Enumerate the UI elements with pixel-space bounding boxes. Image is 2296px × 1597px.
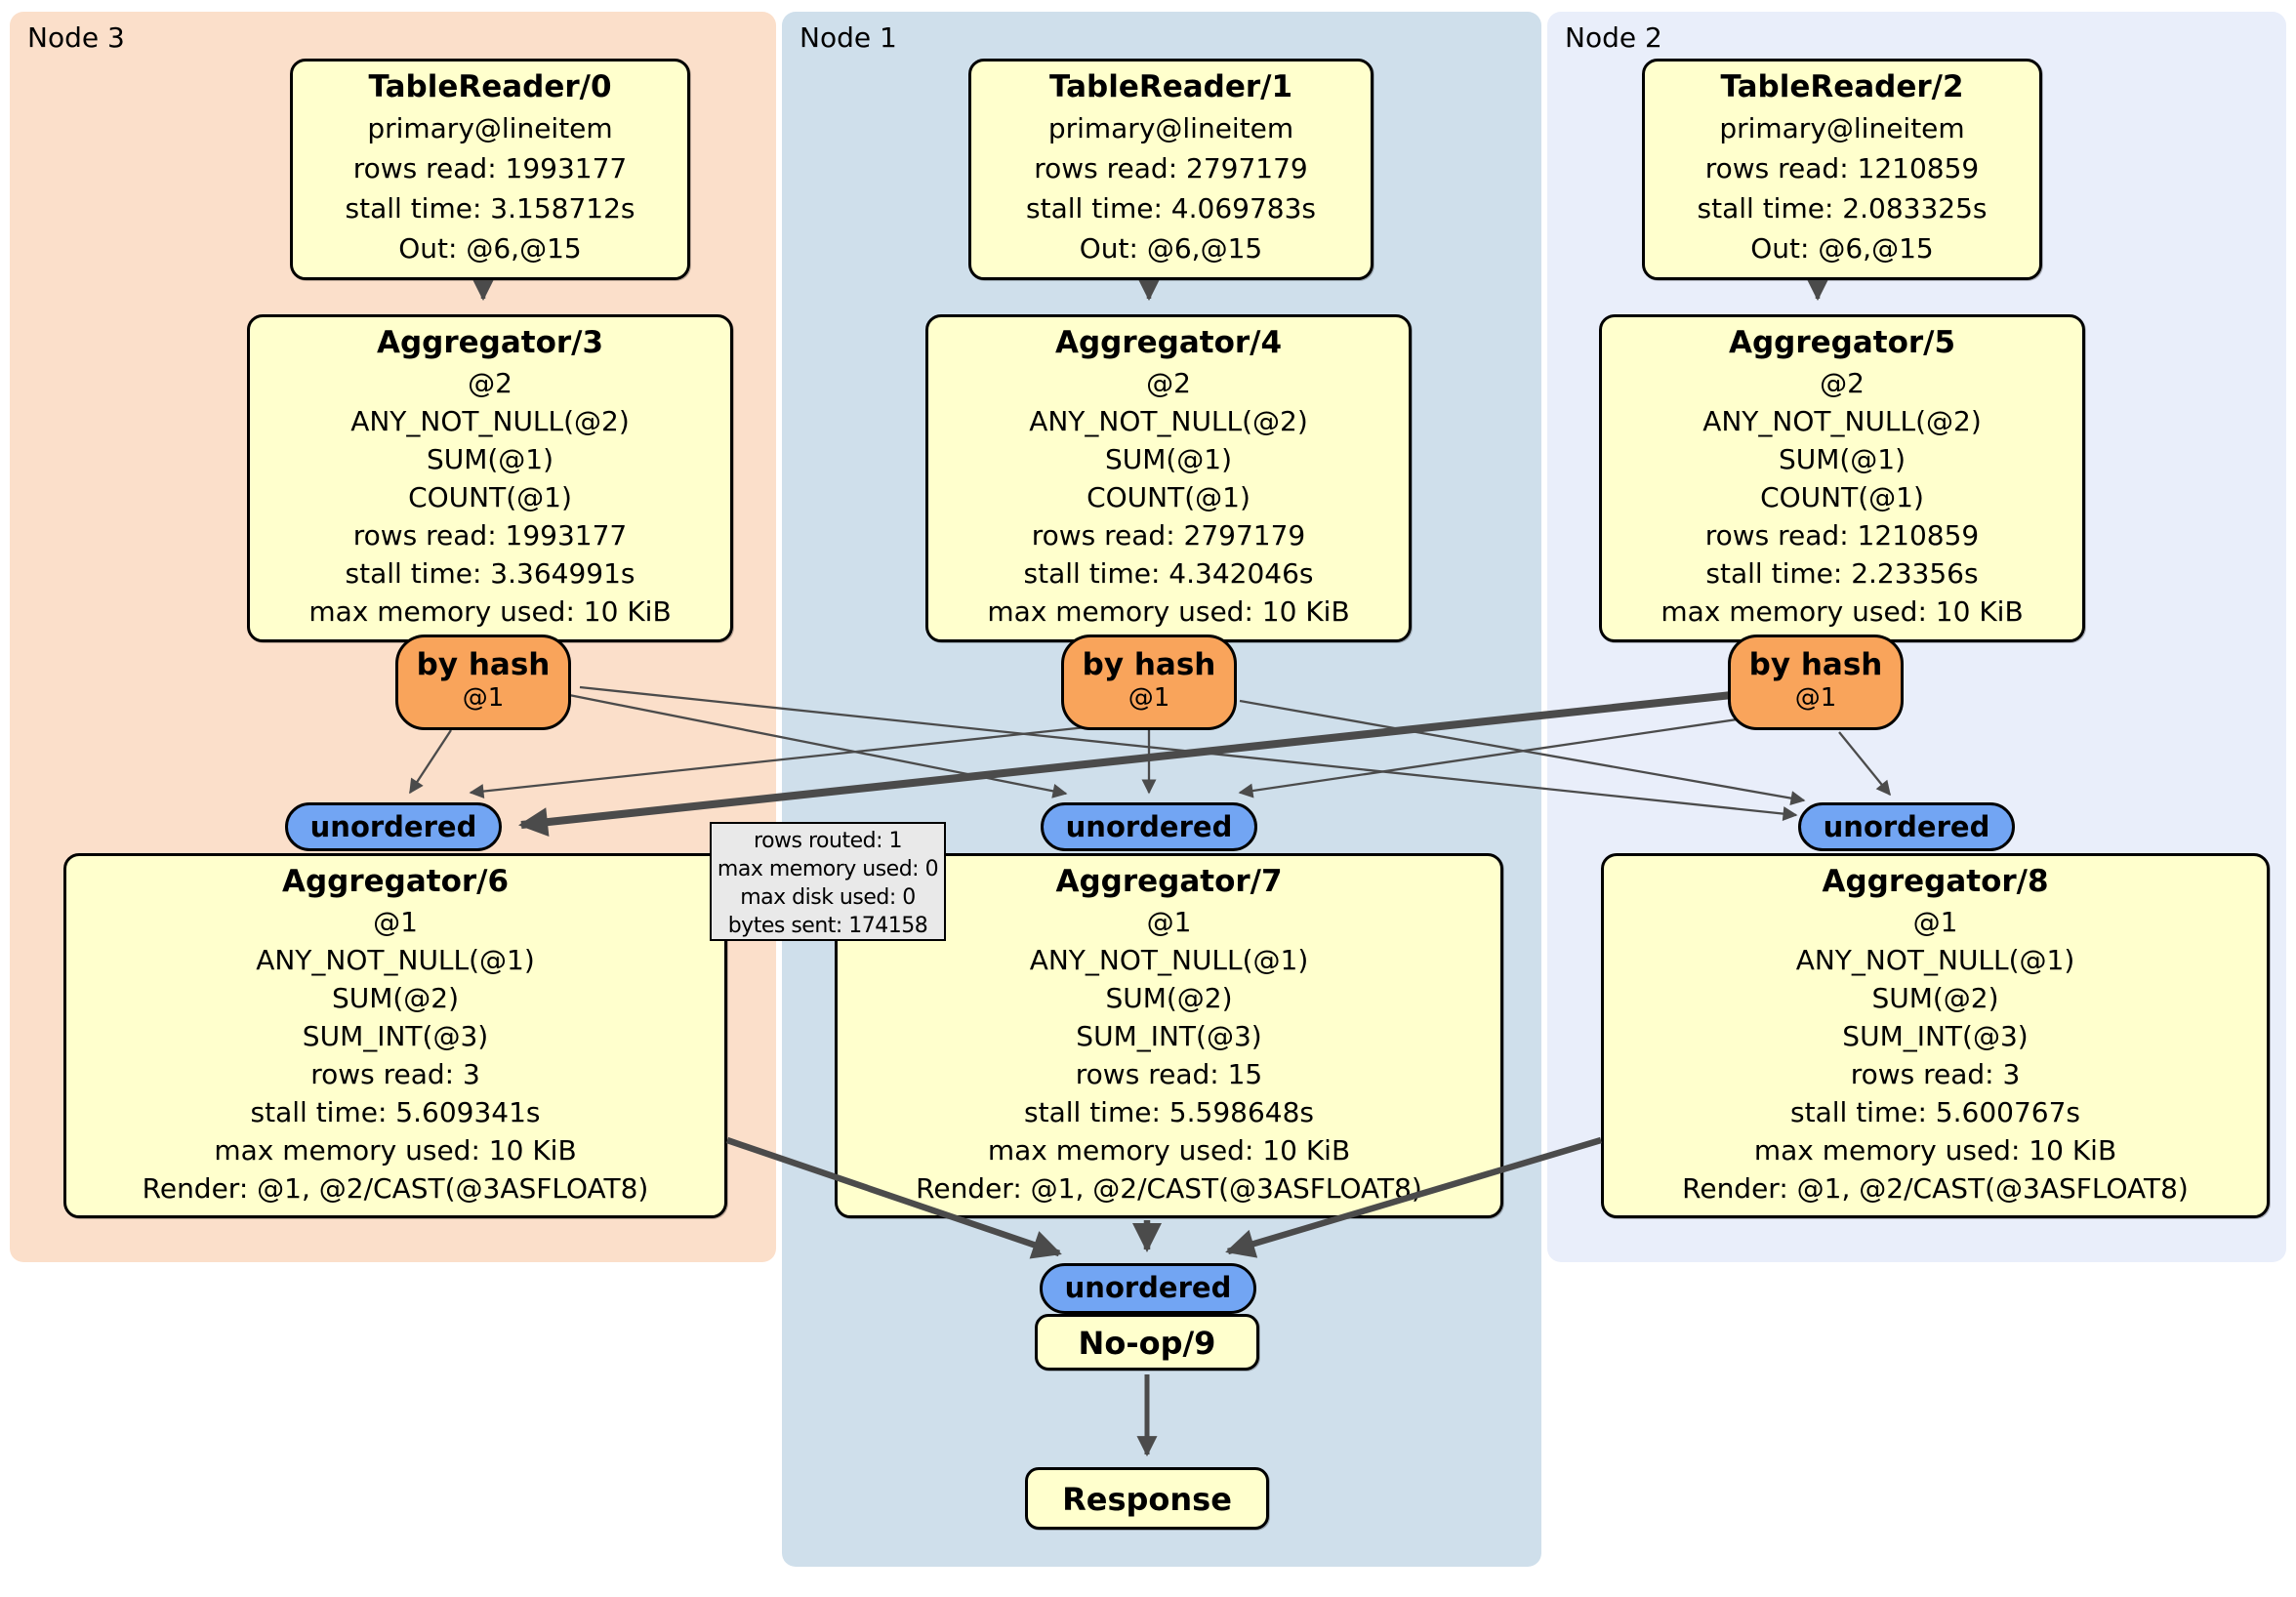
processor-detail: ANY_NOT_NULL(@1): [1029, 944, 1309, 976]
router-hash-columns: @1: [462, 683, 505, 713]
tooltip-line: max disk used: 0: [740, 885, 916, 910]
processor-title: Aggregator/4: [1054, 325, 1283, 360]
processor-detail: COUNT(@1): [1086, 481, 1250, 513]
processor-detail: max memory used: 10 KiB: [1660, 595, 2024, 628]
router-label: by hash: [1748, 647, 1883, 682]
processor-detail: rows read: 1993177: [352, 519, 628, 552]
processor-detail: Out: @6,@15: [398, 232, 582, 265]
router-hash-columns: @1: [1128, 683, 1170, 713]
processor-aggregator-3[interactable]: Aggregator/3 @2 ANY_NOT_NULL(@2) SUM(@1)…: [247, 314, 733, 642]
processor-detail: stall time: 3.158712s: [345, 192, 636, 225]
processor-detail: rows read: 3: [1850, 1058, 2021, 1090]
processor-detail: ANY_NOT_NULL(@2): [1702, 405, 1982, 437]
processor-detail: primary@lineitem: [367, 112, 613, 144]
processor-title: Aggregator/8: [1822, 864, 2049, 899]
tooltip-line: rows routed: 1: [754, 829, 902, 853]
processor-detail: SUM(@1): [1104, 443, 1233, 475]
router-by-hash-1[interactable]: by hash @1: [1061, 635, 1237, 730]
processor-response[interactable]: Response: [1025, 1467, 1269, 1530]
router-label: by hash: [1082, 647, 1216, 682]
processor-tablereader-2[interactable]: TableReader/2 primary@lineitem rows read…: [1642, 59, 2042, 280]
processor-title: TableReader/2: [1720, 69, 1964, 104]
node-region-label: Node 3: [27, 21, 125, 54]
processor-tablereader-1[interactable]: TableReader/1 primary@lineitem rows read…: [968, 59, 1374, 280]
processor-title: Aggregator/7: [1055, 864, 1283, 899]
router-label: by hash: [416, 647, 551, 682]
processor-title: Aggregator/5: [1728, 325, 1956, 360]
processor-detail: @2: [1820, 367, 1865, 399]
processor-detail: Out: @6,@15: [1079, 232, 1263, 265]
processor-detail: rows read: 2797179: [1034, 152, 1308, 184]
tooltip-line: max memory used: 0: [717, 857, 939, 881]
processor-detail: SUM(@2): [1871, 982, 1999, 1014]
processor-detail: COUNT(@1): [408, 481, 572, 513]
stream-stats-tooltip: rows routed: 1 max memory used: 0 max di…: [710, 822, 946, 941]
processor-title: Aggregator/3: [376, 325, 604, 360]
processor-detail: SUM(@2): [331, 982, 460, 1014]
processor-detail: max memory used: 10 KiB: [987, 595, 1350, 628]
processor-detail: SUM(@2): [1105, 982, 1233, 1014]
processor-detail: stall time: 5.609341s: [250, 1096, 541, 1128]
processor-aggregator-4[interactable]: Aggregator/4 @2 ANY_NOT_NULL(@2) SUM(@1)…: [925, 314, 1412, 642]
processor-aggregator-8[interactable]: Aggregator/8 @1 ANY_NOT_NULL(@1) SUM(@2)…: [1601, 853, 2270, 1218]
processor-detail: rows read: 1210859: [1704, 152, 1980, 184]
processor-detail: SUM_INT(@3): [1076, 1020, 1262, 1052]
processor-detail: SUM(@1): [1778, 443, 1906, 475]
processor-detail: max memory used: 10 KiB: [308, 595, 672, 628]
processor-title: TableReader/1: [1048, 69, 1293, 104]
processor-detail: ANY_NOT_NULL(@1): [256, 944, 535, 976]
processor-detail: SUM_INT(@3): [1842, 1020, 2029, 1052]
router-by-hash-2[interactable]: by hash @1: [1728, 635, 1904, 730]
processor-tablereader-0[interactable]: TableReader/0 primary@lineitem rows read…: [290, 59, 690, 280]
synchronizer-unordered-0[interactable]: unordered: [285, 802, 502, 851]
synchronizer-unordered-final[interactable]: unordered: [1040, 1263, 1256, 1314]
processor-detail: stall time: 5.600767s: [1790, 1096, 2080, 1128]
processor-detail: rows read: 15: [1075, 1058, 1263, 1090]
router-by-hash-0[interactable]: by hash @1: [395, 635, 571, 730]
processor-detail: rows read: 3: [310, 1058, 480, 1090]
processor-detail: rows read: 2797179: [1031, 519, 1306, 552]
node-region-label: Node 1: [800, 21, 897, 54]
processor-detail: Render: @1, @2/CAST(@3ASFLOAT8): [1682, 1172, 2189, 1205]
processor-title: Aggregator/6: [281, 864, 510, 899]
processor-detail: @2: [468, 367, 512, 399]
processor-detail: Out: @6,@15: [1750, 232, 1934, 265]
processor-detail: @1: [1912, 906, 1958, 938]
processor-detail: max memory used: 10 KiB: [987, 1134, 1351, 1167]
processor-detail: stall time: 3.364991s: [345, 557, 636, 590]
node-region-label: Node 2: [1565, 21, 1662, 54]
processor-detail: ANY_NOT_NULL(@2): [1029, 405, 1308, 437]
processor-detail: SUM(@1): [426, 443, 554, 475]
processor-detail: COUNT(@1): [1760, 481, 1924, 513]
processor-detail: Render: @1, @2/CAST(@3ASFLOAT8): [916, 1172, 1422, 1205]
processor-detail: max memory used: 10 KiB: [214, 1134, 577, 1167]
processor-detail: @1: [373, 906, 418, 938]
processor-detail: rows read: 1210859: [1704, 519, 1980, 552]
processor-noop[interactable]: No-op/9: [1035, 1314, 1259, 1371]
processor-detail: stall time: 4.069783s: [1026, 192, 1316, 225]
processor-detail: stall time: 2.083325s: [1697, 192, 1988, 225]
processor-detail: SUM_INT(@3): [302, 1020, 489, 1052]
processor-aggregator-5[interactable]: Aggregator/5 @2 ANY_NOT_NULL(@2) SUM(@1)…: [1599, 314, 2085, 642]
processor-detail: Render: @1, @2/CAST(@3ASFLOAT8): [142, 1172, 649, 1205]
synchronizer-unordered-2[interactable]: unordered: [1798, 802, 2015, 851]
processor-aggregator-6[interactable]: Aggregator/6 @1 ANY_NOT_NULL(@1) SUM(@2)…: [63, 853, 727, 1218]
processor-detail: ANY_NOT_NULL(@2): [350, 405, 630, 437]
processor-detail: max memory used: 10 KiB: [1753, 1134, 2117, 1167]
processor-detail: rows read: 1993177: [352, 152, 628, 184]
processor-detail: primary@lineitem: [1047, 112, 1294, 144]
processor-detail: @1: [1146, 906, 1192, 938]
processor-title: TableReader/0: [368, 69, 612, 104]
processor-detail: ANY_NOT_NULL(@1): [1795, 944, 2075, 976]
tooltip-line: bytes sent: 174158: [727, 914, 928, 938]
processor-detail: stall time: 2.23356s: [1705, 557, 1979, 590]
synchronizer-unordered-1[interactable]: unordered: [1041, 802, 1257, 851]
router-hash-columns: @1: [1794, 683, 1837, 713]
processor-detail: stall time: 5.598648s: [1024, 1096, 1314, 1128]
processor-detail: stall time: 4.342046s: [1023, 557, 1314, 590]
processor-detail: primary@lineitem: [1719, 112, 1965, 144]
processor-detail: @2: [1146, 367, 1191, 399]
